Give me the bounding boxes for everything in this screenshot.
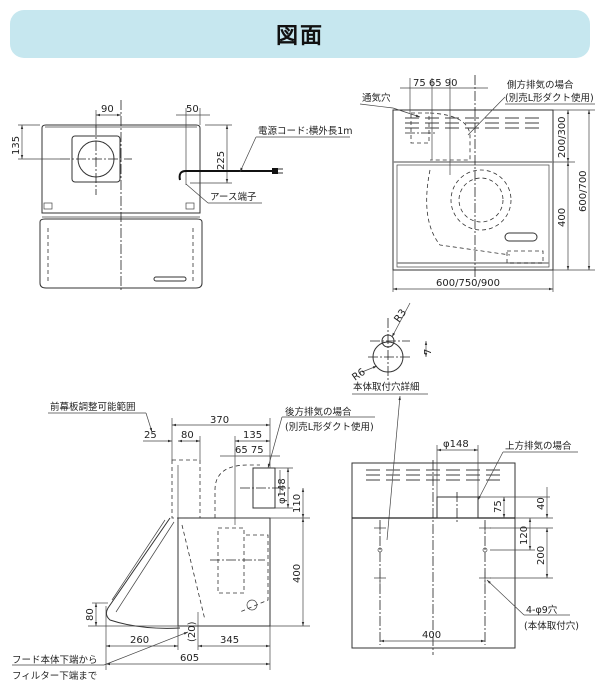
rear-exhaust-note: (別売L形ダクト使用) bbox=[285, 421, 374, 433]
dim-135: 135 bbox=[11, 136, 22, 155]
title-banner: 図面 bbox=[10, 10, 590, 58]
dim-20: (20) bbox=[187, 621, 198, 642]
dim-phi148: φ148 bbox=[443, 439, 469, 450]
dim-75: 75 bbox=[493, 500, 504, 513]
dim-400: 400 bbox=[422, 630, 441, 641]
dim-600-750-900: 600/750/900 bbox=[436, 278, 500, 289]
dim-400: 400 bbox=[557, 208, 568, 227]
dim-400: 400 bbox=[292, 564, 303, 583]
earth-label: アース端子 bbox=[210, 191, 257, 203]
dim-80-vertical: 80 bbox=[85, 608, 96, 621]
dim-110: 110 bbox=[292, 494, 303, 513]
dim-phi148: φ148 bbox=[277, 478, 288, 504]
cord-label: 電源コード:横外長1m bbox=[258, 125, 353, 137]
dim-600-700: 600/700 bbox=[578, 170, 589, 212]
dim-200: 200 bbox=[536, 546, 547, 565]
front-view: 90 50 135 225 電源コード:横外長1m アース端子 bbox=[11, 100, 353, 290]
dim-80: 80 bbox=[181, 430, 194, 441]
dim-260: 260 bbox=[130, 635, 149, 646]
back-view: φ148 上方排気の場合 75 40 120 200 400 4-φ9穴 (本体… bbox=[351, 439, 579, 655]
r6-label: R6 bbox=[350, 367, 367, 384]
front-right-view: 75 65 90 通気穴 側方排気の場合 (別売L形ダクト使用) 200/300… bbox=[359, 75, 595, 292]
hole-detail-label: 本体取付穴詳細 bbox=[353, 381, 420, 393]
top-exhaust-label: 上方排気の場合 bbox=[505, 440, 572, 452]
dim-25: 25 bbox=[144, 430, 157, 441]
dim-40: 40 bbox=[536, 497, 547, 510]
dim-135: 135 bbox=[243, 430, 262, 441]
filter-note-line1: フード本体下端から bbox=[12, 654, 98, 666]
vent-slots bbox=[405, 117, 539, 129]
side-view: 370 25 80 135 65 75 φ148 110 400 後方排気の場合… bbox=[12, 401, 375, 682]
side-exhaust-note: (別売L形ダクト使用) bbox=[505, 92, 594, 104]
dim-50: 50 bbox=[186, 104, 199, 115]
hole-detail: R3 7 R6 本体取付穴詳細 bbox=[350, 302, 434, 541]
dim-90: 90 bbox=[101, 104, 114, 115]
filter-note-line2: フィルター下端まで bbox=[12, 670, 97, 682]
front-panel-label: 前幕板調整可能範囲 bbox=[50, 401, 136, 413]
power-cord bbox=[178, 170, 272, 181]
dim-65-75: 65 75 bbox=[235, 445, 264, 456]
dim-200-300: 200/300 bbox=[557, 116, 568, 158]
dim-7: 7 bbox=[423, 349, 434, 355]
dim-120: 120 bbox=[519, 526, 530, 545]
dim-345: 345 bbox=[220, 635, 239, 646]
dim-370: 370 bbox=[210, 415, 229, 426]
side-exhaust-label: 側方排気の場合 bbox=[507, 79, 574, 91]
holes-note: (本体取付穴) bbox=[524, 620, 579, 632]
dim-225: 225 bbox=[216, 151, 227, 170]
page-title: 図面 bbox=[275, 24, 324, 49]
rear-exhaust-label: 後方排気の場合 bbox=[285, 406, 352, 418]
dim-605: 605 bbox=[180, 653, 199, 664]
vent-label: 通気穴 bbox=[362, 92, 391, 104]
holes-label: 4-φ9穴 bbox=[526, 604, 558, 616]
dim-75-65-90: 75 65 90 bbox=[413, 78, 458, 89]
